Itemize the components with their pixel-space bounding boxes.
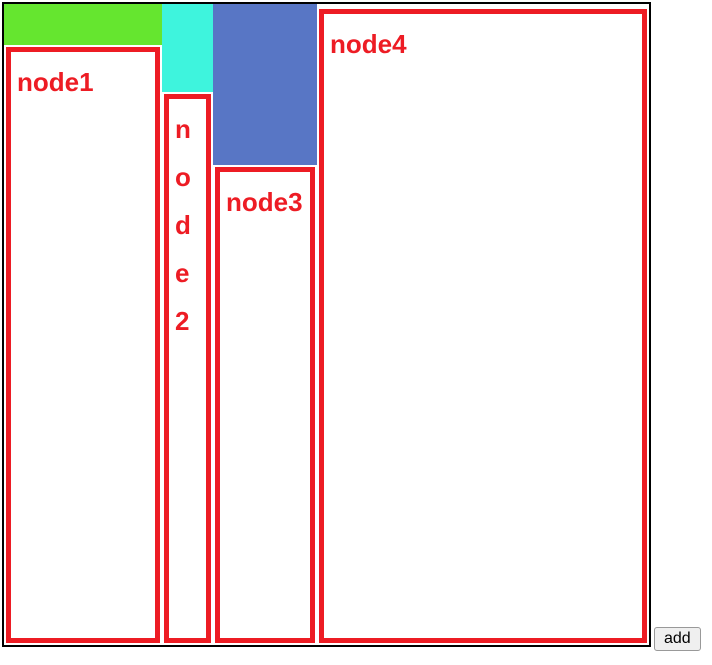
node1-color-block xyxy=(4,4,162,45)
node4-box: node4 xyxy=(319,9,647,643)
node4-label: node4 xyxy=(330,29,407,59)
column-2: node2 xyxy=(162,4,213,645)
column-3: node3 xyxy=(213,4,317,645)
add-button[interactable]: add xyxy=(654,627,701,651)
node3-color-block xyxy=(213,4,317,165)
node2-box: node2 xyxy=(164,94,211,643)
node1-box: node1 xyxy=(6,47,160,643)
node2-color-block xyxy=(162,4,213,92)
node3-label: node3 xyxy=(226,187,303,217)
node3-box: node3 xyxy=(215,167,315,643)
layout-container: node1 node2 node3 node4 xyxy=(2,2,651,647)
node2-label: node2 xyxy=(175,114,191,336)
node1-label: node1 xyxy=(17,67,94,97)
column-1: node1 xyxy=(4,4,162,645)
column-4: node4 xyxy=(317,4,649,645)
